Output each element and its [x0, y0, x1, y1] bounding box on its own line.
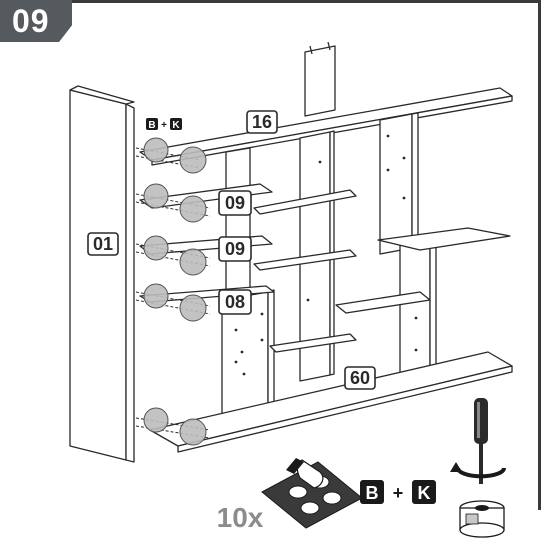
label-09-upper: 09 — [225, 193, 245, 213]
shelf-middle-right — [253, 249, 357, 271]
label-08: 08 — [225, 292, 245, 312]
shelf-far-right — [377, 227, 511, 251]
label-01: 01 — [93, 234, 113, 254]
shelf-right-middle — [335, 291, 431, 314]
fitting-callouts — [135, 137, 211, 446]
pads-quantity: 10x — [217, 502, 264, 533]
hardware-b-top: B — [148, 120, 155, 131]
felt-pads-illustration — [261, 458, 363, 529]
part-label-side-panel: 01 — [87, 232, 119, 256]
label-60: 60 — [350, 368, 370, 388]
shelf-upper-right — [253, 189, 357, 215]
label-09-middle: 09 — [225, 239, 245, 259]
part-label-shelf-lower: 08 — [218, 289, 252, 315]
upright-post — [304, 41, 336, 117]
top-rule — [0, 0, 541, 3]
part-label-shelf-middle: 09 — [218, 236, 252, 262]
part-label-shelf-upper: 09 — [218, 190, 252, 216]
hardware-b-bottom: B — [366, 483, 379, 503]
predrilled-holes — [234, 134, 418, 376]
base-plinth — [149, 351, 513, 453]
right-cabinet — [399, 234, 437, 383]
hardware-plus-top: + — [161, 120, 167, 131]
part-label-base-plinth: 60 — [344, 366, 376, 390]
right-divider — [379, 112, 419, 255]
shelf-lower-right — [269, 333, 357, 353]
cam-lock-icon — [459, 500, 505, 538]
hardware-plus-bottom: + — [393, 483, 404, 503]
label-16: 16 — [252, 112, 272, 132]
hardware-k-top: K — [172, 120, 180, 131]
part-label-top-panel: 16 — [246, 110, 278, 134]
right-rule — [538, 0, 541, 510]
hardware-k-bottom: K — [418, 483, 431, 503]
screwdriver-icon — [450, 398, 506, 484]
hardware-code-bottom: B + K — [360, 480, 436, 504]
hardware-code-top: B + K — [146, 118, 182, 131]
side-panel — [69, 85, 135, 463]
step-number-badge: 09 — [0, 0, 72, 42]
